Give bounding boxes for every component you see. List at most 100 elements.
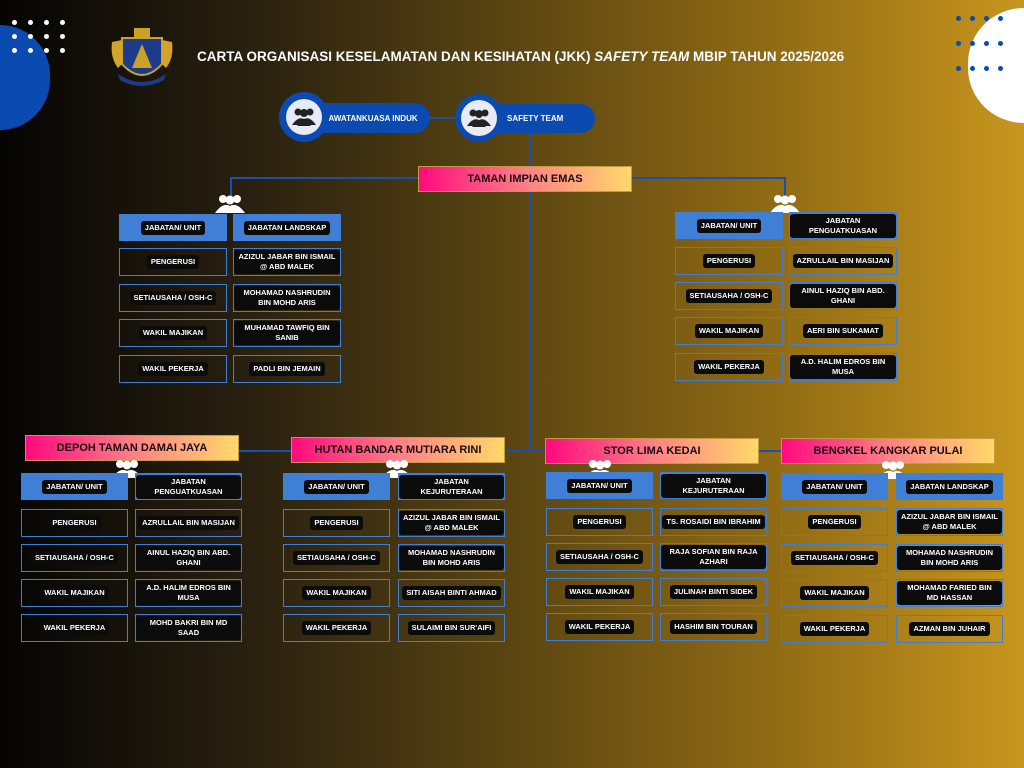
member-cell: AZIZUL JABAR BIN ISMAIL @ ABD MALEK <box>896 508 1003 536</box>
banner-stor-lima-kedai: STOR LIMA KEDAI <box>545 438 759 464</box>
cell-label: WAKIL PEKERJA <box>138 362 208 376</box>
role-cell: WAKIL PEKERJA <box>119 355 227 383</box>
banner-bengkel-kangkar-pulai: BENGKEL KANGKAR PULAI <box>781 438 995 464</box>
role-cell: WAKIL PEKERJA <box>546 613 653 641</box>
member-cell: PADLI BIN JEMAIN <box>233 355 341 383</box>
cell-label: WAKIL MAJIKAN <box>694 324 764 338</box>
decor-dot <box>998 41 1003 46</box>
cell-label: JABATAN PENGUATKUASAN <box>136 474 241 499</box>
role-cell: SETIAUSAHA / OSH-C <box>21 544 128 572</box>
header-jabatan-unit: JABATAN/ UNIT <box>546 472 653 499</box>
cell-label: AINUL HAZIQ BIN ABD. GHANI <box>790 284 896 308</box>
cell-label: AZIZUL JABAR BIN ISMAIL @ ABD MALEK <box>399 511 504 535</box>
member-cell: MUHAMAD TAWFIQ BIN SANIB <box>233 319 341 347</box>
role-cell: WAKIL MAJIKAN <box>21 579 128 607</box>
connector <box>428 117 458 119</box>
role-cell: PENGERUSI <box>675 247 783 275</box>
cell-label: WAKIL MAJIKAN <box>302 586 371 600</box>
cell-label: JABATAN PENGUATKUASAN <box>790 213 896 238</box>
member-cell: MOHAMAD NASHRUDIN BIN MOHD ARIS <box>896 544 1003 572</box>
header-jabatan-unit: JABATAN/ UNIT <box>675 212 783 239</box>
decor-dot <box>44 20 49 25</box>
member-cell: HASHIM BIN TOURAN <box>660 613 767 641</box>
decor-dot <box>970 41 975 46</box>
header-department: JABATAN PENGUATKUASAN <box>135 473 242 500</box>
cell-label: JABATAN/ UNIT <box>802 479 867 494</box>
cell-label: A.D. HALIM EDROS BIN MUSA <box>790 355 896 379</box>
cell-label: WAKIL MAJIKAN <box>40 586 109 600</box>
member-cell: SULAIMI BIN SUR'AIFI <box>398 614 505 642</box>
role-cell: SETIAUSAHA / OSH-C <box>119 284 227 312</box>
decor-dot <box>12 48 17 53</box>
role-cell: SETIAUSAHA / OSH-C <box>283 544 390 572</box>
cell-label: JABATAN/ UNIT <box>42 479 107 494</box>
cell-label: JABATAN/ UNIT <box>140 220 206 235</box>
connector-bottom <box>238 450 783 452</box>
cell-label: MOHAMAD FARIED BIN MD HASSAN <box>897 581 1002 605</box>
decor-dot <box>60 20 65 25</box>
cell-label: MUHAMAD TAWFIQ BIN SANIB <box>234 321 340 345</box>
member-cell: TS. ROSAIDI BIN IBRAHIM <box>660 508 767 536</box>
cell-label: JABATAN KEJURUTERAAN <box>661 473 766 498</box>
member-cell: MOHAMAD FARIED BIN MD HASSAN <box>896 579 1003 607</box>
decor-dot <box>28 48 33 53</box>
decor-white-circle <box>968 8 1024 123</box>
cell-label: SETIAUSAHA / OSH-C <box>791 551 878 565</box>
decor-dot <box>984 41 989 46</box>
role-cell: SETIAUSAHA / OSH-C <box>781 544 888 572</box>
member-cell: AERI BIN SUKAMAT <box>789 317 897 345</box>
member-cell: MOHAMAD NASHRUDIN BIN MOHD ARIS <box>233 284 341 312</box>
header-department: JABATAN LANDSKAP <box>896 473 1003 500</box>
member-cell: AZIZUL JABAR BIN ISMAIL @ ABD MALEK <box>398 509 505 537</box>
member-cell: SITI AISAH BINTI AHMAD <box>398 579 505 607</box>
banner-depoh-taman-damai-jaya: DEPOH TAMAN DAMAI JAYA <box>25 435 239 461</box>
decor-dot <box>998 16 1003 21</box>
decor-dot <box>956 16 961 21</box>
page-title: CARTA ORGANISASI KESELAMATAN DAN KESIHAT… <box>197 49 845 64</box>
connector <box>784 177 786 197</box>
header-jabatan-unit: JABATAN/ UNIT <box>119 214 227 241</box>
role-cell: PENGERUSI <box>119 248 227 276</box>
member-cell: MOHD BAKRI BIN MD SAAD <box>135 614 242 642</box>
cell-label: WAKIL PEKERJA <box>564 620 635 634</box>
connector-trunk <box>530 133 532 451</box>
cell-label: AZRULLAIL BIN MASIJAN <box>792 254 894 268</box>
cell-label: WAKIL MAJIKAN <box>138 326 208 340</box>
cell-label: PENGERUSI <box>808 515 861 529</box>
cell-label: SITI AISAH BINTI AHMAD <box>402 586 501 600</box>
header-department: JABATAN KEJURUTERAAN <box>660 472 767 499</box>
role-cell: WAKIL PEKERJA <box>781 615 888 643</box>
header-department: JABATAN LANDSKAP <box>233 214 341 241</box>
mbip-crest-logo <box>111 28 173 86</box>
cell-label: WAKIL PEKERJA <box>694 360 764 374</box>
role-cell: WAKIL PEKERJA <box>675 353 783 381</box>
role-cell: WAKIL PEKERJA <box>283 614 390 642</box>
role-cell: PENGERUSI <box>283 509 390 537</box>
cell-label: TS. ROSAIDI BIN IBRAHIM <box>662 515 765 529</box>
decor-dot <box>60 48 65 53</box>
cell-label: SETIAUSAHA / OSH-C <box>293 551 380 565</box>
decor-dot <box>984 16 989 21</box>
cell-label: AERI BIN SUKAMAT <box>803 324 883 338</box>
cell-label: PENGERUSI <box>573 515 626 529</box>
cell-label: WAKIL MAJIKAN <box>565 585 634 599</box>
member-cell: AZRULLAIL BIN MASIJAN <box>135 509 242 537</box>
role-cell: SETIAUSAHA / OSH-C <box>546 543 653 571</box>
decor-dot <box>60 34 65 39</box>
cell-label: AZIZUL JABAR BIN ISMAIL @ ABD MALEK <box>897 510 1002 534</box>
connector <box>231 177 421 179</box>
role-cell: WAKIL PEKERJA <box>21 614 128 642</box>
cell-label: AZRULLAIL BIN MASIJAN <box>138 516 239 530</box>
decor-dot <box>44 34 49 39</box>
decor-dot <box>984 66 989 71</box>
cell-label: SETIAUSAHA / OSH-C <box>31 551 118 565</box>
role-cell: WAKIL MAJIKAN <box>283 579 390 607</box>
people-icon <box>878 460 908 480</box>
decor-dot <box>28 20 33 25</box>
role-cell: WAKIL MAJIKAN <box>781 579 888 607</box>
cell-label: SETIAUSAHA / OSH-C <box>129 291 217 305</box>
header-jabatan-unit: JABATAN/ UNIT <box>781 473 888 500</box>
cell-label: PADLI BIN JEMAIN <box>249 362 325 376</box>
decor-dot <box>956 41 961 46</box>
cell-label: SULAIMI BIN SUR'AIFI <box>407 621 496 635</box>
